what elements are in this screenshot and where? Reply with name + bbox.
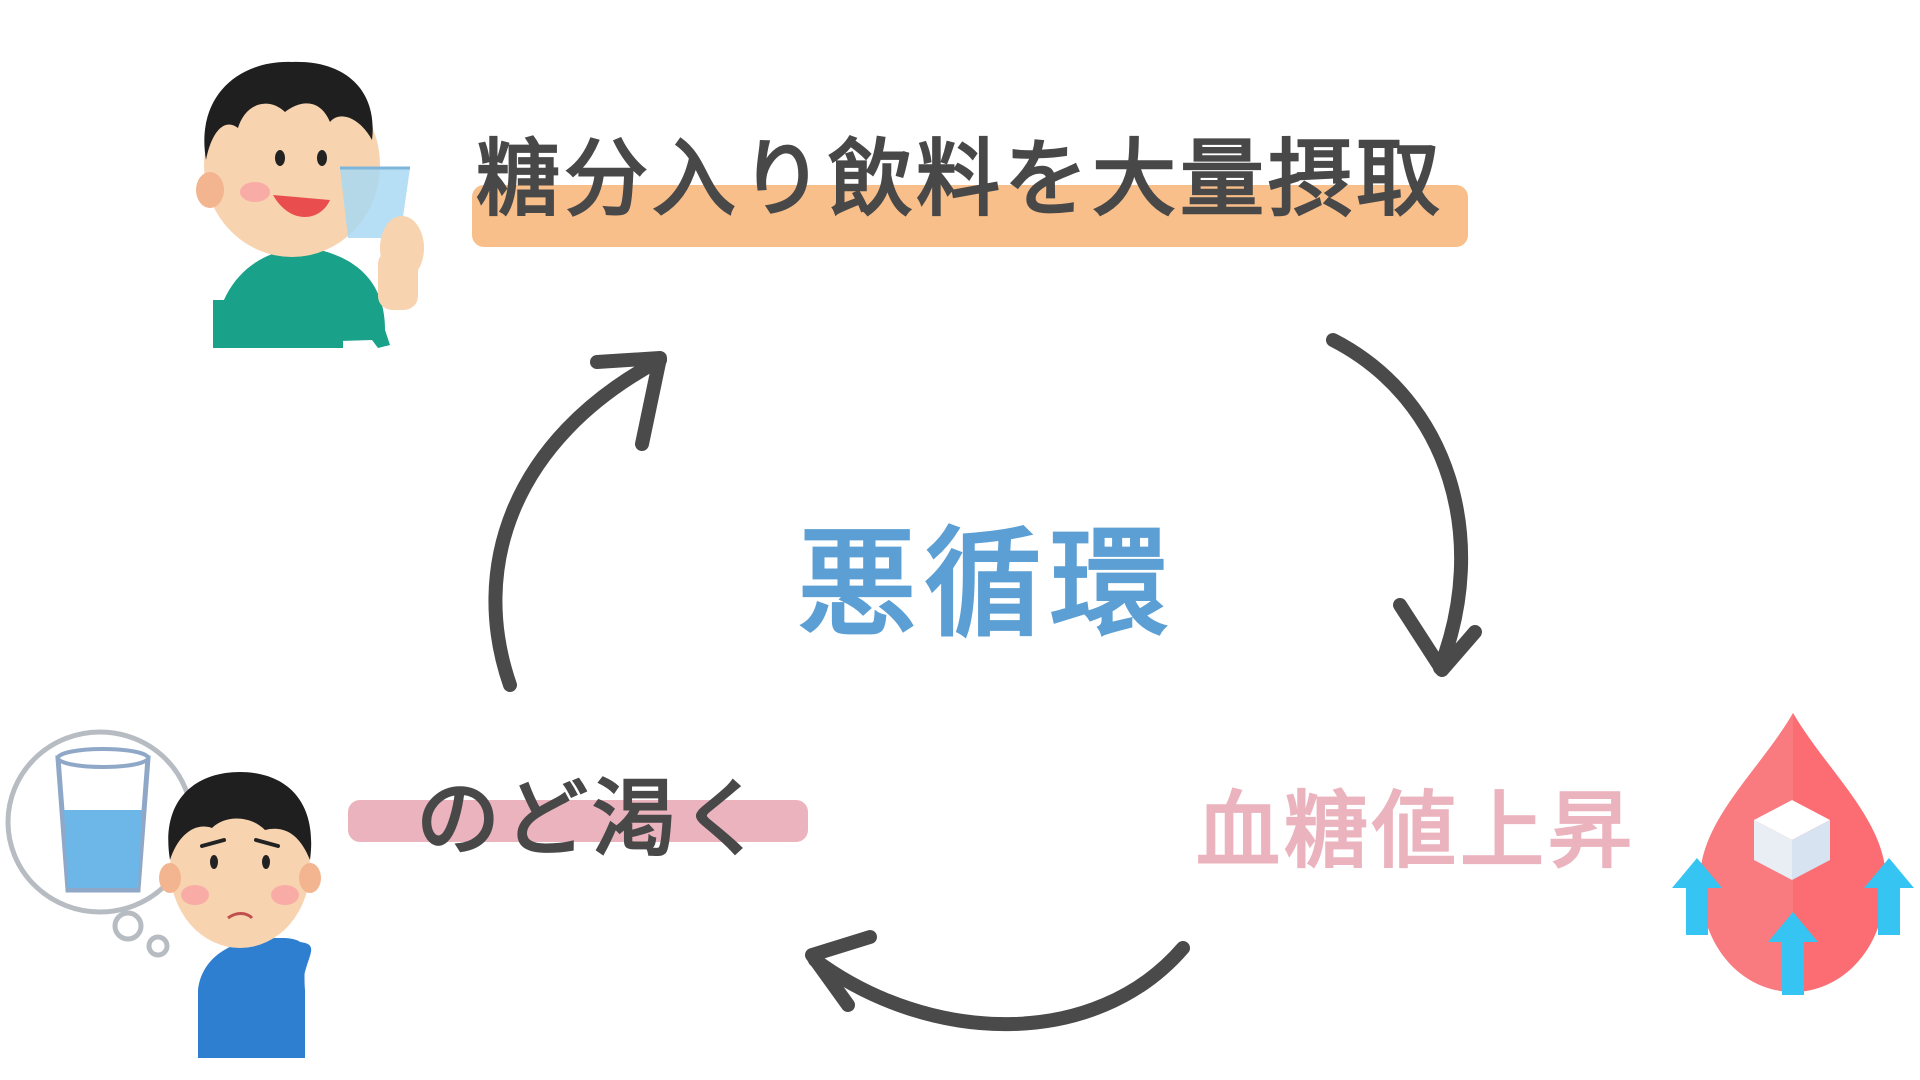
arrow-intake-to-bloodsugar [1326, 333, 1469, 675]
boy-drinking-icon [196, 61, 424, 348]
step2-label: 血糖値上昇 [1196, 782, 1637, 880]
arrow-thirst-to-intake-head [590, 351, 667, 451]
arrow-thirst-to-intake [488, 353, 667, 692]
step3-label: のど渇く [416, 770, 769, 868]
thirsty-boy-icon [5, 729, 321, 1058]
arrow-intake-to-bloodsugar-head [1393, 598, 1482, 677]
arrow-bloodsugar-to-thirst [808, 941, 1190, 1032]
center-label: 悪循環 [798, 515, 1177, 653]
step1-highlight [472, 185, 1468, 247]
blood-drop-sugar-icon [1672, 713, 1914, 995]
step1-label: 糖分入り飲料を大量摂取 [476, 130, 1445, 228]
arrow-bloodsugar-to-thirst-head [805, 930, 877, 1012]
step3-highlight [348, 800, 808, 842]
